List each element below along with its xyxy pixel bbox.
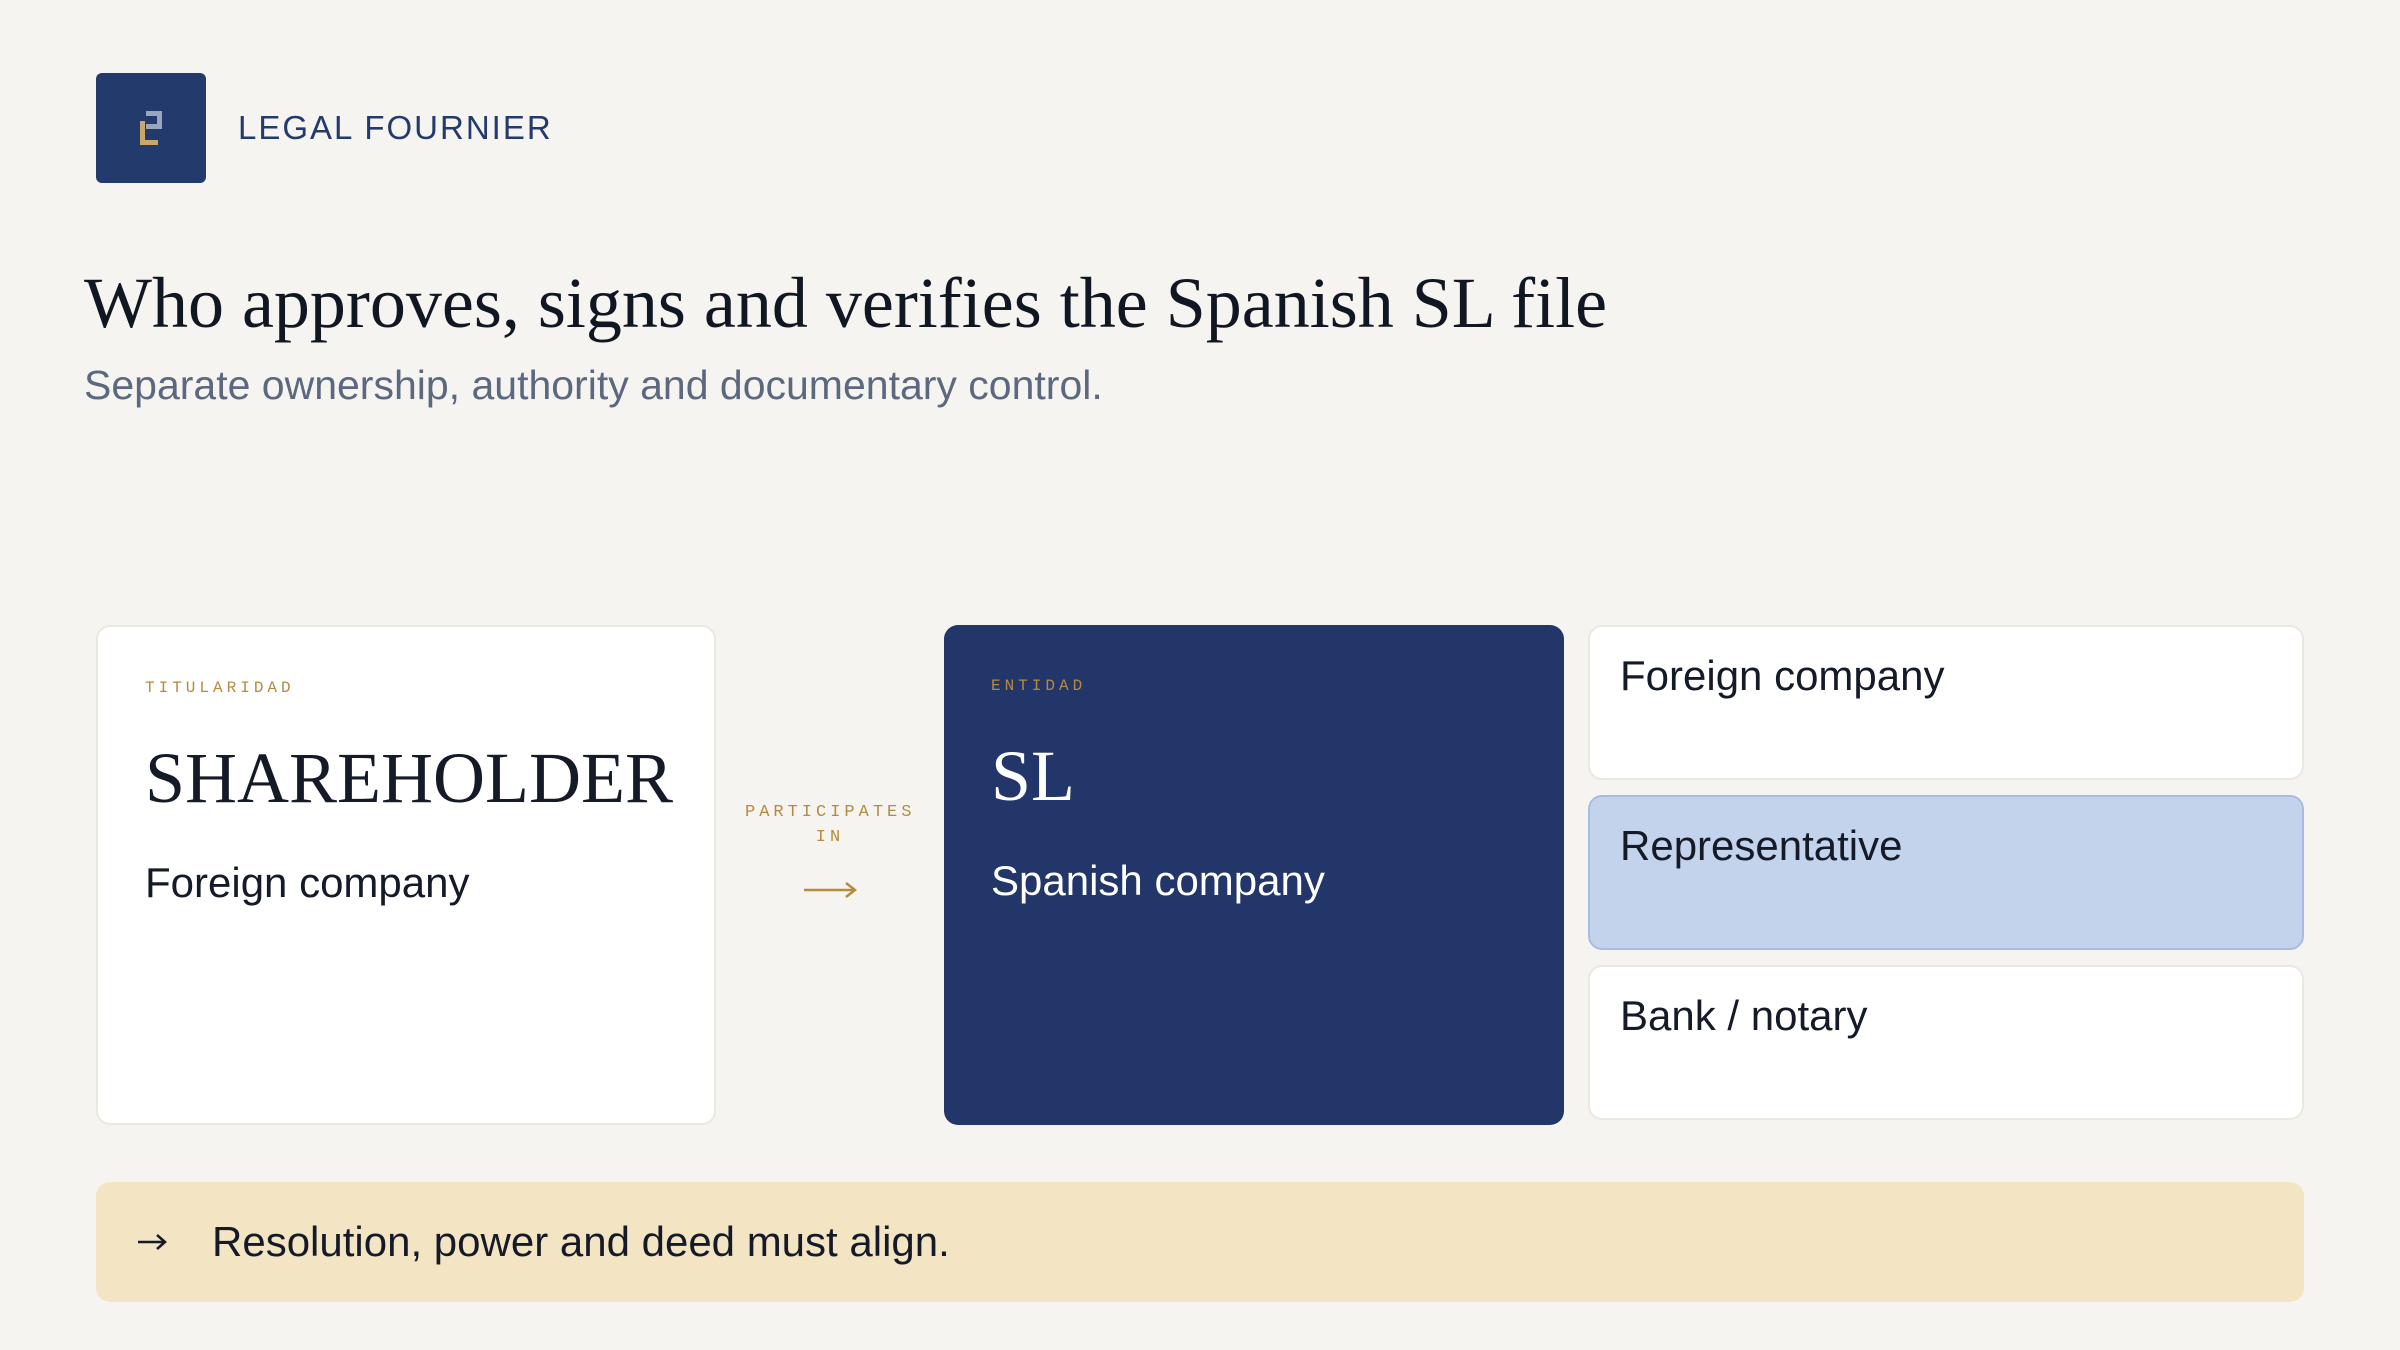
shareholder-title: SHAREHOLDER (145, 738, 674, 818)
brand-name: LEGAL FOURNIER (238, 109, 553, 146)
callout-text: Resolution, power and deed must align. (212, 1218, 950, 1265)
lf-monogram-icon (96, 73, 206, 183)
page-subtitle: Separate ownership, authority and docume… (84, 362, 1103, 408)
brand: LEGAL FOURNIER (96, 73, 553, 183)
shareholder-subtitle: Foreign company (145, 859, 470, 906)
entity-kicker: ENTIDAD (991, 677, 1087, 695)
party-label: Foreign company (1620, 652, 1945, 699)
party-card-representative: Representative (1588, 795, 2304, 950)
shareholder-card: TITULARIDAD SHAREHOLDER Foreign company (96, 625, 716, 1125)
long-arrow-right-icon (804, 882, 858, 898)
callout-banner: Resolution, power and deed must align. (96, 1182, 2304, 1302)
entity-card: ENTIDAD SL Spanish company (944, 625, 1564, 1125)
party-card-foreign-company: Foreign company (1588, 625, 2304, 780)
party-card-bank-notary: Bank / notary (1588, 965, 2304, 1120)
entity-title: SL (991, 736, 1076, 816)
entity-subtitle: Spanish company (991, 857, 1325, 904)
party-label: Bank / notary (1620, 992, 1868, 1039)
connector-label: PARTICIPATES IN (745, 803, 916, 847)
party-label: Representative (1620, 822, 1903, 869)
arrow-right-icon (138, 1234, 167, 1250)
participates-connector: PARTICIPATES IN (740, 800, 920, 900)
shareholder-kicker: TITULARIDAD (145, 679, 295, 697)
page-title: Who approves, signs and verifies the Spa… (84, 263, 1608, 343)
